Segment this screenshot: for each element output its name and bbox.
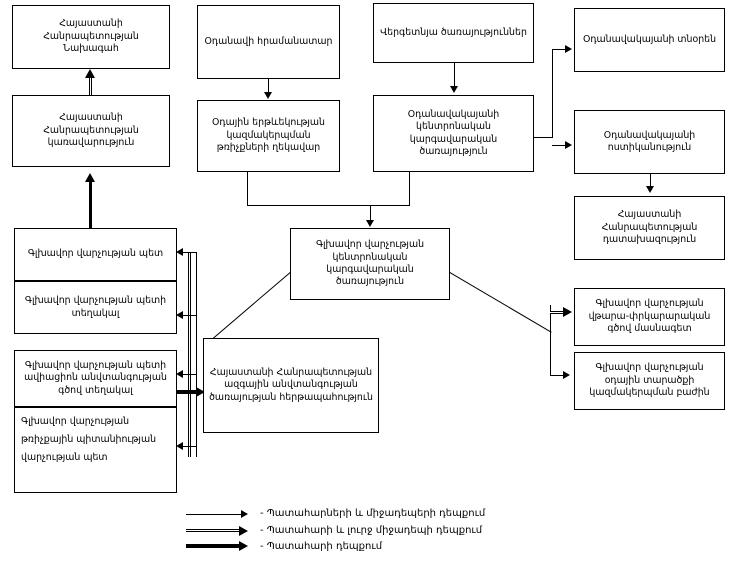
connector-government-to-president <box>89 78 92 96</box>
connector-right-branch-riser <box>550 305 551 375</box>
connector-ground-to-dispatch <box>454 63 455 87</box>
node-airport-director: Օդանավակայանի տնօրեն <box>574 8 725 72</box>
node-aircraft-commander: Օդանավի հրամանատար <box>197 5 340 79</box>
node-ground-services: Վերգետնյա ծառայություններ <box>373 3 534 63</box>
node-gd-airworthiness-head: Գլխավոր վարչության թռիչքային պիտանիությա… <box>14 407 177 493</box>
connector-center-to-left-diagonal <box>206 272 291 345</box>
node-airport-police: Օդանավակայանի ոստիկանություն <box>574 110 725 174</box>
arrowhead-to-airport-director <box>565 45 572 53</box>
connector-bus-to-gddeputy-safety <box>182 374 197 375</box>
arrowhead-government-to-president <box>85 69 95 78</box>
connector-to-director <box>552 49 566 50</box>
node-duty-officer: Հայաստանի Հանրապետության ազգային անվտանգ… <box>203 338 379 433</box>
connector-atc-right <box>247 205 371 206</box>
connector-airportdispatch-left <box>370 205 410 206</box>
node-atc-chief: Օդային երթևեկության կազմակերպման թռիչքնե… <box>197 100 340 172</box>
node-gd-atm-dept: Գլխավոր վարչության օդային տարածքի կազմակ… <box>574 352 725 410</box>
arrowhead-gdhead-to-government <box>85 173 95 182</box>
arrowhead-to-airport-police <box>565 141 572 149</box>
legend-arrow-thick-icon <box>186 541 256 555</box>
arrowhead-to-gd-atm-dept <box>563 371 570 379</box>
legend-label-0: - Պատահարների և միջադեպերի դեպքում <box>260 508 486 519</box>
connector-airportdispatch-down <box>409 172 410 205</box>
connector-center-to-right-diagonal <box>449 272 552 333</box>
connector-bus-to-gddeputy <box>182 315 197 316</box>
connector-to-gd-specialist <box>550 311 568 314</box>
arrowhead-gddeputy-to-dutyofficer <box>196 387 205 397</box>
arrowhead-atc-to-center <box>366 220 374 227</box>
node-gd-deputy-flight-safety: Գլխավոր վարչության պետի ավիացիոն անվտանգ… <box>14 350 177 407</box>
legend-arrow-double-icon <box>186 525 256 539</box>
legend-arrow-thin-icon <box>186 508 256 522</box>
legend-label-1: - Պատահարի և լուրջ միջադեպի դեպքում <box>260 525 483 536</box>
arrowhead-bus-to-airworthiness <box>176 442 183 450</box>
arrowhead-bus-to-gddeputy-safety <box>176 370 183 378</box>
connector-to-police <box>552 145 566 146</box>
legend: - Պատահարների և միջադեպերի դեպքում - Պատ… <box>186 508 606 560</box>
node-president: Հայաստանի Հանրապետության Նախագահ <box>12 5 170 69</box>
connector-left-bus-double <box>188 252 191 457</box>
connector-atc-down <box>247 172 248 205</box>
connector-gddeputy-to-dutyofficer <box>177 390 201 394</box>
arrowhead-commander-to-atc <box>264 92 272 99</box>
arrowhead-to-gd-specialist <box>563 307 572 317</box>
connector-dispatch-right-riser <box>552 49 553 138</box>
arrowhead-ground-to-dispatch <box>450 86 458 93</box>
connector-to-gd-atm-dept <box>550 375 568 376</box>
legend-label-2: - Պատահարի դեպքում <box>260 541 383 552</box>
connector-left-bus-vertical <box>196 252 197 457</box>
arrowhead-bus-to-gdhead <box>176 248 183 256</box>
connector-commander-to-atc <box>268 79 269 93</box>
node-gd-specialist: Գլխավոր վարչության վթարա-փրկարարական գծո… <box>574 288 725 346</box>
arrowhead-bus-to-gddeputy <box>176 311 183 319</box>
connector-atc-to-center-down <box>370 205 371 221</box>
connector-dispatch-right-stub <box>534 137 553 138</box>
connector-bus-to-gdhead <box>182 252 197 253</box>
node-airport-dispatch: Օդանավակայանի կենտրոնական կարգավարական ծ… <box>373 95 534 172</box>
node-government: Հայաստանի Հանրապետության կառավարություն <box>12 95 170 167</box>
node-prosecutor: Հայաստանի Հանրապետության դատախազություն <box>574 196 725 260</box>
node-gd-deputy: Գլխավոր վարչության պետի տեղակալ <box>14 281 177 334</box>
node-gd-head: Գլխավոր վարչության պետ <box>14 228 177 281</box>
connector-bus-to-airworthiness <box>182 446 197 447</box>
connector-gdhead-to-government <box>89 182 92 228</box>
node-gd-central-dispatch: Գլխավոր վարչության կենտրոնական կարգավարա… <box>290 228 450 300</box>
legend-row-0: - Պատահարների և միջադեպերի դեպքում <box>186 508 606 525</box>
legend-row-1: - Պատահարի և լուրջ միջադեպի դեպքում <box>186 525 606 542</box>
connector-police-to-prosecutor <box>650 174 651 187</box>
arrowhead-police-to-prosecutor <box>646 186 654 193</box>
legend-row-2: - Պատահարի դեպքում <box>186 541 606 558</box>
